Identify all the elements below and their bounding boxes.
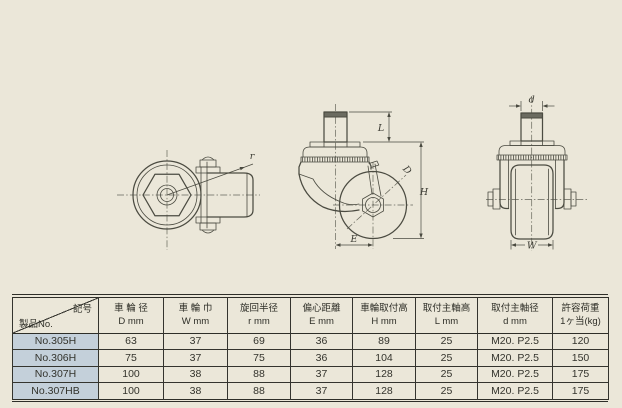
dim-label-wheel-width: W (527, 241, 538, 252)
caster-top-view-diagram: r (117, 150, 260, 250)
corner-label-kigou: 記号 (72, 303, 92, 315)
dimensions: d W (509, 95, 555, 252)
caster-front-view-diagram: d W (486, 95, 587, 252)
dim-label-offset: E (350, 234, 358, 245)
spec-value-cell: 25 (415, 382, 478, 400)
corner-diagonal-line (13, 297, 98, 333)
spec-value-cell: 75 (98, 349, 164, 367)
spec-table-frame: 記号 製品No. 車 輪 径 D mm 車 輪 巾 W mm 旋回半径 r mm (12, 294, 609, 403)
spec-value-cell: M20. P2.5 (477, 333, 553, 350)
mount-plate (496, 140, 568, 161)
corner-label-seihin-no: 製品No. (19, 318, 53, 330)
table-row: No.306H 75 37 75 36 104 25 M20. P2.5 150 (12, 349, 609, 367)
spec-value-cell: 175 (552, 366, 609, 383)
header-mount-height: 車輪取付高 H mm (352, 297, 416, 334)
centerlines (117, 150, 260, 250)
spec-value-cell: 38 (163, 366, 228, 383)
product-no-cell: No.306H (12, 349, 99, 367)
spec-value-cell: 63 (98, 333, 164, 350)
spec-value-cell: 104 (352, 349, 416, 367)
product-no-cell: No.307H (12, 366, 99, 383)
spec-value-cell: 25 (415, 349, 478, 367)
spec-value-cell: 36 (290, 333, 353, 350)
axle-bolts (487, 188, 577, 210)
spec-value-cell: 100 (98, 366, 164, 383)
header-wheel-diameter: 車 輪 径 D mm (98, 297, 164, 334)
dim-label-stem-diameter: d (529, 95, 535, 106)
product-no-cell: No.305H (12, 333, 99, 350)
spec-value-cell: M20. P2.5 (477, 349, 553, 367)
mount-plate (300, 141, 370, 163)
header-offset-distance: 偏心距離 E mm (290, 297, 353, 334)
swivel-radius-dimension: r (166, 151, 256, 196)
spec-value-cell: 37 (290, 366, 353, 383)
header-row: 記号 製品No. 車 輪 径 D mm 車 輪 巾 W mm 旋回半径 r mm (12, 297, 609, 334)
dim-label-wheel-diameter: D (400, 163, 414, 177)
spec-value-cell: 150 (552, 349, 609, 367)
spec-value-cell: 128 (352, 382, 416, 400)
spec-value-cell: 36 (290, 349, 353, 367)
spec-value-cell: 128 (352, 366, 416, 383)
spec-value-cell: 38 (163, 382, 228, 400)
spec-value-cell: 37 (163, 333, 228, 350)
spec-value-cell: 75 (227, 349, 291, 367)
wheel (338, 170, 408, 240)
spec-value-cell: 37 (163, 349, 228, 367)
centerlines (486, 96, 587, 251)
corner-header-cell: 記号 製品No. (12, 297, 99, 334)
header-swivel-radius: 旋回半径 r mm (227, 297, 291, 334)
swivel-housing-and-fork (298, 160, 382, 213)
spec-value-cell: 120 (552, 333, 609, 350)
spec-value-cell: 100 (98, 382, 164, 400)
dim-label-r: r (250, 151, 256, 162)
dim-label-stem-height: L (377, 123, 384, 134)
spec-value-cell: 25 (415, 366, 478, 383)
table-row: No.305H 63 37 69 36 89 25 M20. P2.5 120 (12, 333, 609, 350)
centerlines (333, 104, 413, 249)
spec-value-cell: M20. P2.5 (477, 382, 553, 400)
spec-value-cell: 175 (552, 382, 609, 400)
spec-table: 記号 製品No. 車 輪 径 D mm 車 輪 巾 W mm 旋回半径 r mm (12, 296, 609, 400)
table-row: No.307H 100 38 88 37 128 25 M20. P2.5 17… (12, 366, 609, 383)
swivel-plate-and-nut (132, 160, 202, 230)
header-stem-height: 取付主軸高 L mm (415, 297, 478, 334)
wheel (510, 164, 554, 240)
spec-value-cell: 89 (352, 333, 416, 350)
spec-value-cell: 37 (290, 382, 353, 400)
dim-label-mount-height: H (419, 187, 429, 198)
wheel-edge-view (195, 156, 254, 234)
caster-side-view-diagram: L H D E (298, 104, 429, 249)
spec-value-cell: M20. P2.5 (477, 366, 553, 383)
table-row: No.307HB 100 38 88 37 128 25 M20. P2.5 1… (12, 382, 609, 400)
spec-value-cell: 69 (227, 333, 291, 350)
header-stem-diameter: 取付主軸径 d mm (477, 297, 553, 334)
product-no-cell: No.307HB (12, 382, 99, 400)
spec-value-cell: 88 (227, 382, 291, 400)
header-wheel-width: 車 輪 巾 W mm (163, 297, 228, 334)
spec-value-cell: 25 (415, 333, 478, 350)
spec-value-cell: 88 (227, 366, 291, 383)
header-load-capacity: 許容荷重 1ヶ当(kg) (552, 297, 609, 334)
